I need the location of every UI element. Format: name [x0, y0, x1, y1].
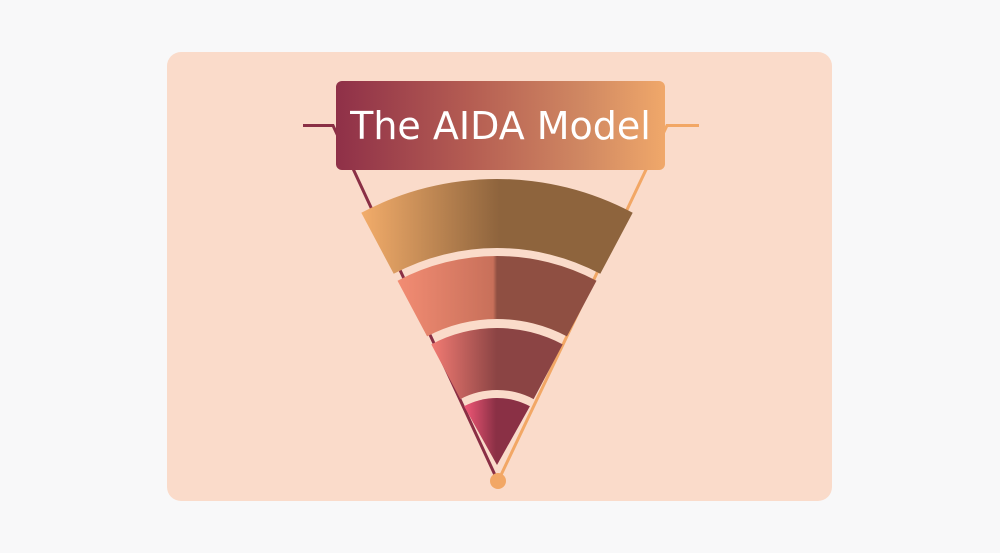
- title-banner: The AIDA Model: [336, 81, 665, 170]
- funnel-level-interest: [397, 255, 597, 337]
- funnel-level-action: [464, 397, 530, 465]
- funnel-level-desire: [431, 328, 563, 400]
- diagram-title: The AIDA Model: [350, 103, 651, 148]
- funnel-level-attention: [361, 178, 633, 274]
- funnel-vertex-dot: [490, 473, 506, 489]
- right-outline-line: [499, 124, 699, 476]
